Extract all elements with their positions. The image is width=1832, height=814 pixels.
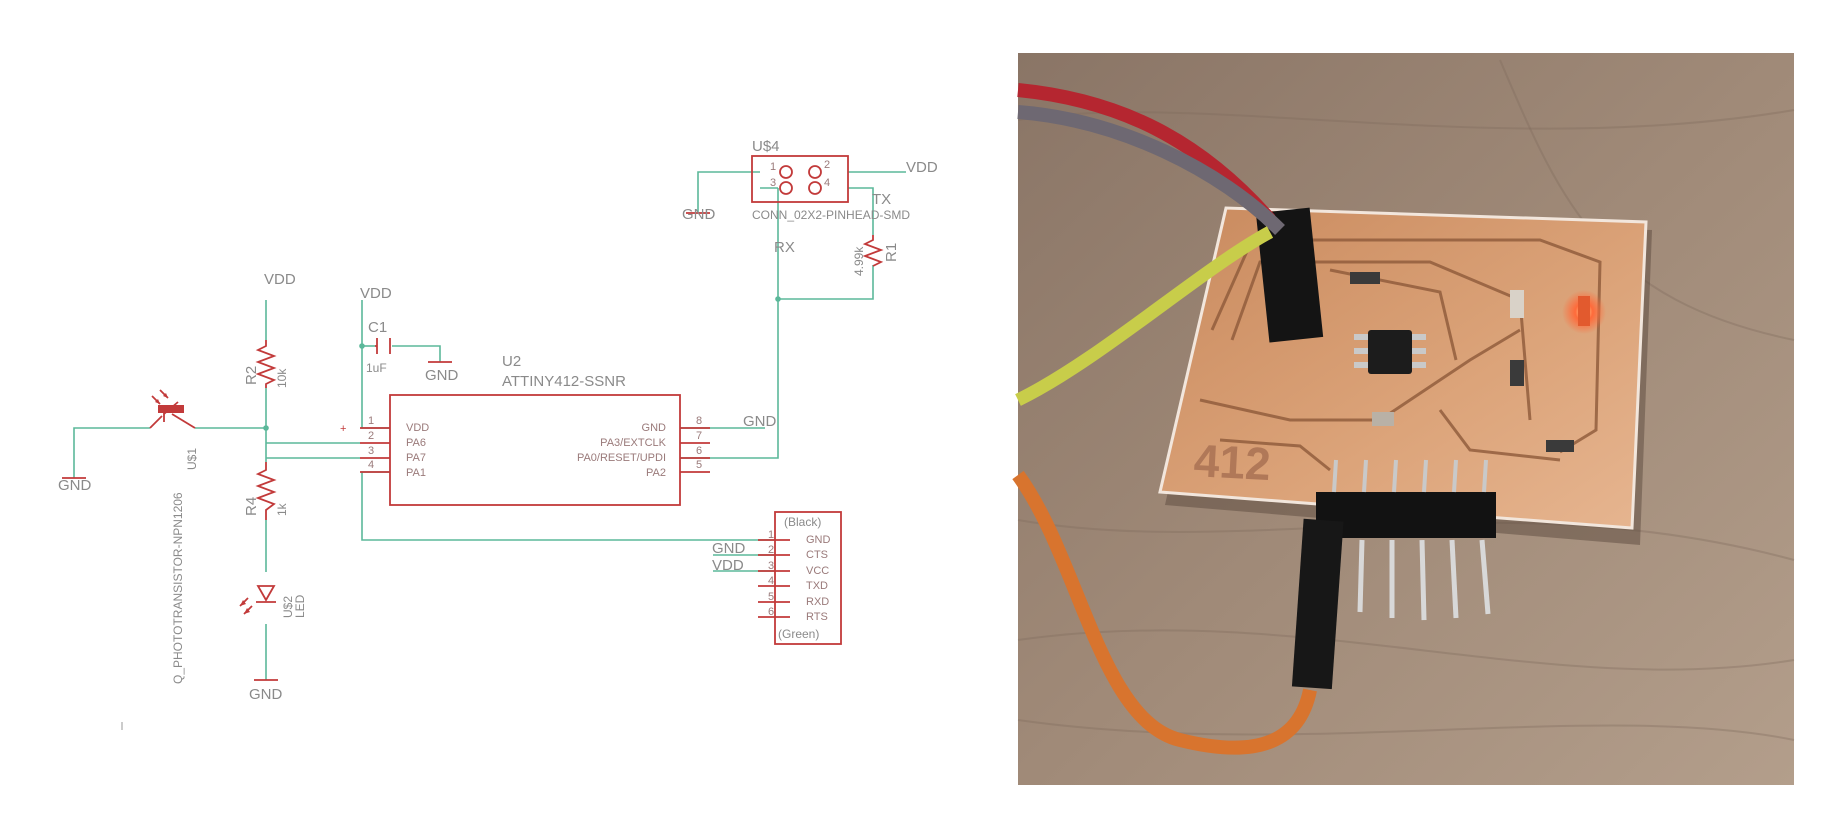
ftdi-pin-name: GND [806, 534, 831, 546]
u2-pin-num: 2 [368, 430, 374, 442]
gnd-net-u2: GND [743, 413, 777, 430]
gnd-symbol-c1: GND [425, 361, 459, 384]
gnd-net-ftdi: GND [712, 540, 746, 557]
ftdi-pin-name: RTS [806, 611, 828, 623]
jumper-connector [1291, 518, 1344, 690]
c1-name: C1 [368, 319, 387, 336]
u2-pin-name: VDD [406, 422, 429, 434]
u2-pin-num: 3 [368, 445, 374, 457]
gnd-label-q: GND [58, 477, 92, 494]
smd-phototransistor [1510, 290, 1524, 318]
led: U$2 LED [239, 585, 307, 618]
u2-pin-num: 4 [368, 459, 374, 471]
board-photo: 412 [1012, 53, 1795, 785]
r4-name: R4 [243, 497, 260, 516]
smd-led [1578, 296, 1590, 326]
mcu-u2: U2 ATTINY412-SSNR + 1 2 3 4 VDD PA6 PA7 … [340, 353, 710, 506]
connector-u4: U$4 1 2 3 4 CONN_02X2-PINHEAD-SMD [751, 138, 910, 222]
ftdi-top-label: (Black) [784, 515, 821, 529]
ic-chip [1368, 330, 1412, 374]
ftdi-pin-name: VCC [806, 565, 829, 577]
smd-resistor [1510, 360, 1524, 386]
ftdi-pin-num: 1 [768, 529, 774, 541]
u2-pin-name: GND [642, 422, 667, 434]
u2-pin-num: 6 [696, 445, 702, 457]
phototransistor-name: U$1 [185, 448, 199, 470]
r2-name: R2 [243, 366, 260, 385]
gnd-label-ftdi: GND [712, 540, 746, 557]
gnd-label-u2: GND [743, 413, 777, 430]
u2-pin-name: PA3/EXTCLK [600, 437, 666, 449]
led-name: U$2 [281, 596, 295, 618]
gray-wire [1017, 105, 1285, 235]
vdd-label-c1: VDD [360, 285, 392, 302]
gnd-symbol-u4: GND [682, 206, 716, 223]
u4-pin-num: 1 [770, 161, 776, 173]
rx-label: RX [774, 239, 795, 256]
u2-pin-name: PA1 [406, 467, 426, 479]
phototransistor-value: Q_PHOTOTRANSISTOR-NPN1206 [171, 492, 185, 684]
ftdi-pin-name: CTS [806, 549, 828, 561]
ftdi-pin-num: 2 [768, 544, 774, 556]
gnd-symbol-led: GND [249, 679, 283, 703]
u2-pin-name: PA6 [406, 437, 426, 449]
r4-value: 1k [275, 502, 289, 516]
u2-pin-num: 5 [696, 459, 702, 471]
gnd-symbol-q: GND [58, 477, 92, 494]
r2-value: 10k [275, 368, 289, 388]
ftdi-pin-num: 3 [768, 560, 774, 572]
led-value: LED [293, 594, 307, 618]
ftdi-pin-num: 6 [768, 606, 774, 618]
resistor-r1: 4.99k R1 [852, 235, 900, 276]
svg-text:+: + [340, 423, 346, 435]
ftdi-bottom-label: (Green) [778, 627, 819, 641]
pinheader-connector [1255, 207, 1324, 343]
u4-pin-num: 3 [770, 177, 776, 189]
r1-value: 4.99k [852, 246, 866, 276]
resistor-r2: R2 10k [243, 340, 289, 388]
resistor-r4: R4 1k [243, 462, 289, 520]
u4-pin-num: 4 [824, 177, 830, 189]
u2-pin-num: 7 [696, 430, 702, 442]
yellow-wire [1015, 226, 1274, 406]
u2-value: ATTINY412-SSNR [502, 373, 626, 390]
smd-resistor [1350, 272, 1380, 284]
capacitor-c1: C1 1uF [366, 319, 391, 375]
u4-name: U$4 [752, 138, 780, 155]
smd-capacitor [1372, 412, 1394, 426]
smd-resistor [1546, 440, 1574, 452]
gnd-label-led: GND [249, 686, 283, 703]
vdd-label-r2: VDD [264, 271, 296, 288]
u2-name: U2 [502, 353, 521, 370]
phototransistor: Q_PHOTOTRANSISTOR-NPN1206 U$1 [149, 389, 199, 684]
schematic: GND GND GND GND GND GND VDD VDD VDD VDD … [58, 138, 938, 730]
vdd-label-ftdi: VDD [712, 557, 744, 574]
gnd-label-u4: GND [682, 206, 716, 223]
u2-pin-name: PA2 [646, 467, 666, 479]
tx-label: TX [872, 191, 891, 208]
u4-value: CONN_02X2-PINHEAD-SMD [752, 208, 910, 222]
ftdi-pin-header [1316, 459, 1496, 621]
gnd-label-c1: GND [425, 367, 459, 384]
u2-pin-name: PA0/RESET/UPDI [577, 452, 666, 464]
vdd-label-u4: VDD [906, 159, 938, 176]
u2-pin-num: 1 [368, 415, 374, 427]
u4-pin-num: 2 [824, 159, 830, 171]
c1-value: 1uF [366, 361, 387, 375]
board-engraving: 412 [1193, 434, 1272, 490]
r1-name: R1 [883, 243, 900, 262]
ftdi-header: (Black) (Green) 1 2 3 4 5 6 GND CTS VCC … [758, 511, 842, 645]
ftdi-pin-name: RXD [806, 596, 829, 608]
orange-wire [1012, 470, 1317, 755]
ftdi-pin-num: 5 [768, 591, 774, 603]
u2-pin-name: PA7 [406, 452, 426, 464]
u2-pin-num: 8 [696, 415, 702, 427]
ftdi-pin-name: TXD [806, 580, 828, 592]
ftdi-pin-num: 4 [768, 575, 774, 587]
